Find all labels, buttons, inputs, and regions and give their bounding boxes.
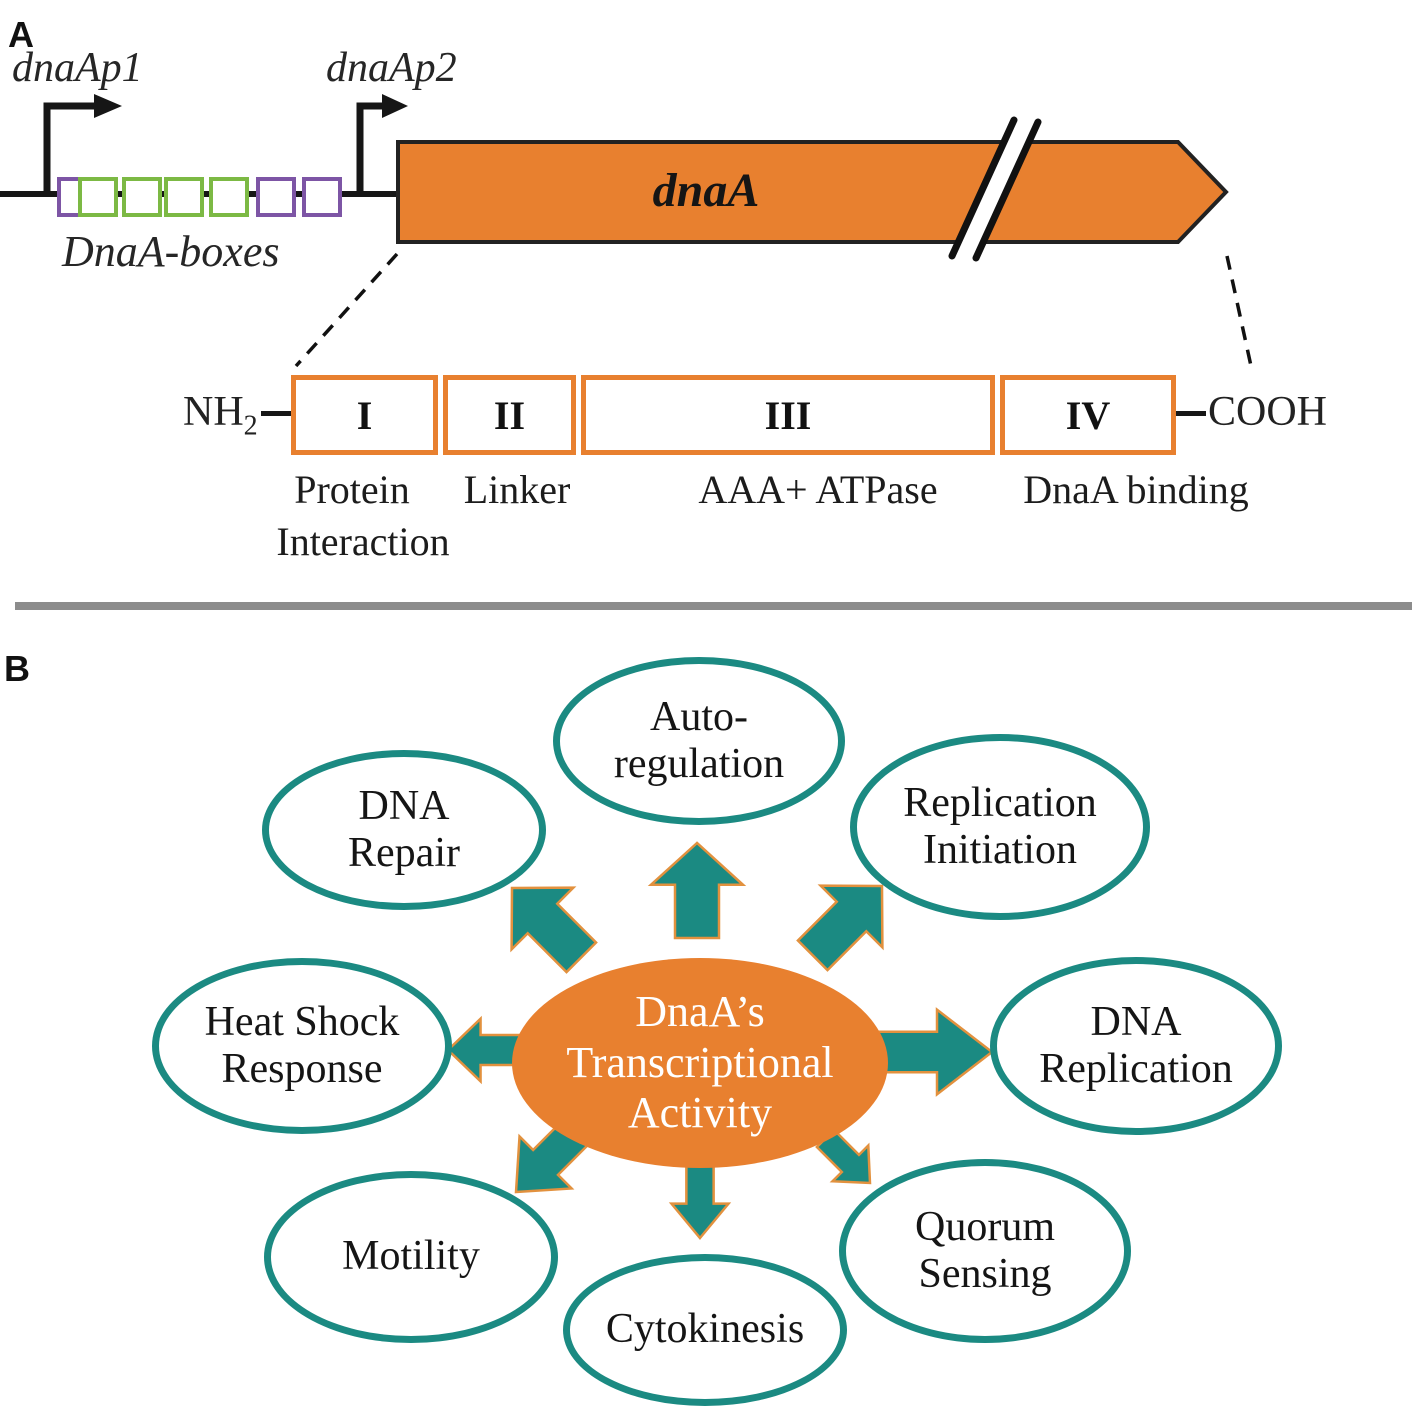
arrow-down-icon: [670, 1159, 730, 1239]
central-ellipse: DnaA’s Transcriptional Activity: [512, 958, 888, 1168]
panel-a-label: A: [8, 14, 34, 55]
domain-label-dnaa-binding: DnaA binding: [1023, 467, 1249, 512]
leader-dashed-left: [294, 252, 399, 368]
domain-box-IV: IV: [1000, 375, 1176, 455]
dnaa-box-green: [164, 177, 204, 217]
central-line-1: DnaA’s: [635, 987, 765, 1037]
promoter-arrow-dnaAp1: [43, 94, 122, 196]
promoter-arrow-dnaAp2: [356, 94, 408, 196]
central-line-2: Transcriptional: [566, 1037, 834, 1087]
dnaa-boxes-label: DnaA-boxes: [62, 227, 280, 276]
dnaa-box-purple: [256, 177, 296, 217]
node-auto-regulation: Auto-regulation: [553, 657, 845, 825]
cooh-terminus-label: COOH: [1208, 389, 1328, 435]
gene-break-icon: [948, 116, 1042, 262]
domain-box-III: III: [581, 375, 995, 455]
arrow-up-icon: [649, 841, 745, 940]
leader-dashed-right: [1225, 255, 1253, 367]
node-cytokinesis: Cytokinesis: [563, 1254, 847, 1406]
promoter-dnaAp2-label: dnaAp2: [326, 45, 457, 91]
dnaa-box-purple: [302, 177, 342, 217]
promoter-dnaAp1-label: dnaAp1: [12, 45, 143, 91]
arrow-left-icon: [447, 1017, 523, 1083]
dnaa-boxes-group: [57, 177, 342, 217]
dnaa-box-green: [122, 177, 162, 217]
domain-box-I: I: [291, 375, 438, 455]
domain-label-protein: Protein: [294, 467, 410, 512]
domain-label-interaction: Interaction: [276, 519, 450, 564]
domain-box-II: II: [443, 375, 576, 455]
dnaa-box-green: [78, 177, 118, 217]
domain-label-linker: Linker: [463, 467, 571, 512]
panel-divider: [15, 602, 1412, 610]
gene-locus-drawing: [0, 94, 1253, 368]
dnaa-gene-label: dnaA: [652, 164, 760, 217]
central-line-3: Activity: [627, 1088, 773, 1138]
panel-b-label: B: [4, 648, 30, 689]
nh2-terminus-label: NH2: [183, 389, 258, 442]
dnaa-box-green: [209, 177, 249, 217]
nh2-connector-line: [261, 411, 291, 416]
cooh-connector-line: [1176, 411, 1206, 416]
node-motility: Motility: [264, 1171, 558, 1343]
domain-label-atpase: AAA+ ATPase: [698, 467, 938, 512]
